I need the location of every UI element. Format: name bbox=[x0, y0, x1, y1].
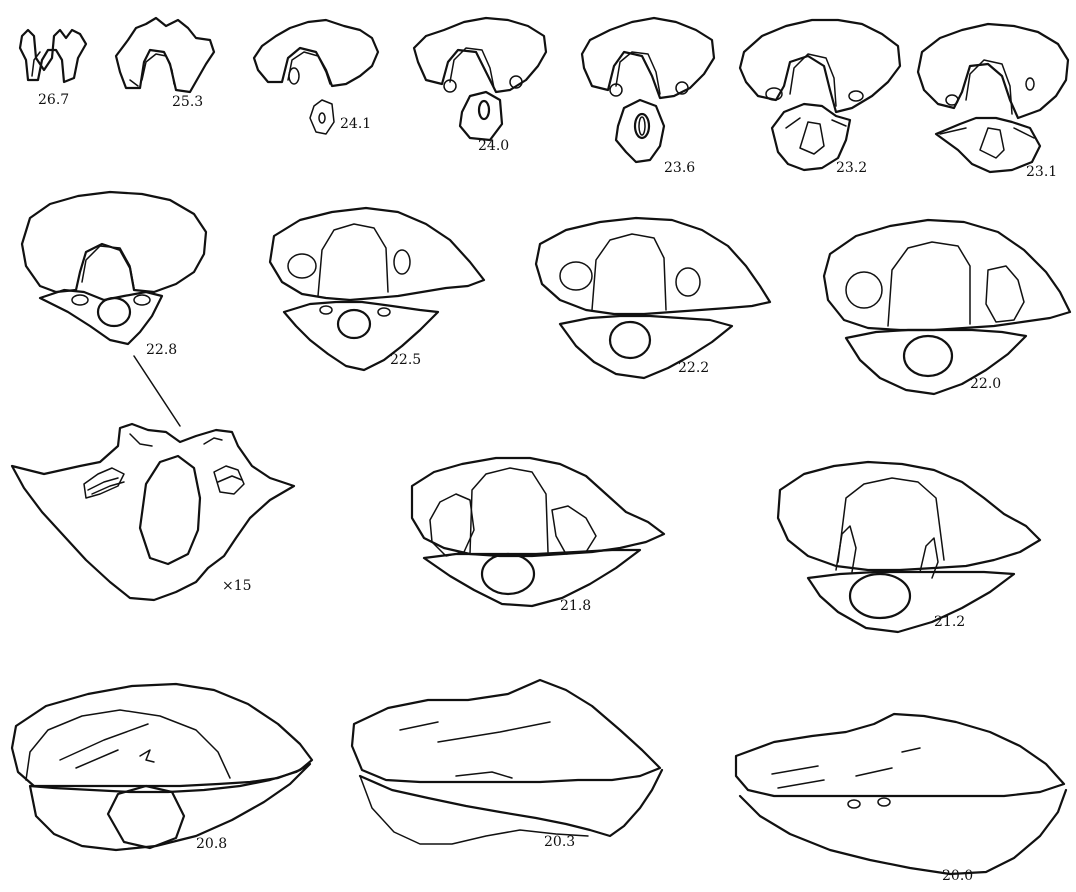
section-26-7 bbox=[20, 30, 86, 82]
leader-line bbox=[134, 356, 180, 426]
section-22-8 bbox=[22, 192, 206, 344]
section-24-0 bbox=[414, 18, 546, 140]
section-label-21-2: 21.2 bbox=[934, 614, 965, 630]
section-label-25-3: 25.3 bbox=[172, 94, 203, 110]
section-label-22-0: 22.0 bbox=[970, 376, 1001, 392]
section-21-8 bbox=[412, 458, 664, 606]
section-label-23-6: 23.6 bbox=[664, 160, 695, 176]
section-22-5 bbox=[270, 208, 484, 370]
section-label-21-8: 21.8 bbox=[560, 598, 591, 614]
section-22-2 bbox=[536, 218, 770, 378]
section-label-24-0: 24.0 bbox=[478, 138, 509, 154]
magnification-label: ×15 bbox=[222, 578, 252, 594]
section-label-23-1: 23.1 bbox=[1026, 164, 1057, 180]
section-23-2 bbox=[740, 20, 900, 170]
section-20-3 bbox=[352, 680, 662, 844]
section-21-2 bbox=[778, 462, 1040, 632]
section-label-22-8: 22.8 bbox=[146, 342, 177, 358]
section-25-3 bbox=[116, 18, 214, 92]
section-label-22-5: 22.5 bbox=[390, 352, 421, 368]
section-label-20-3: 20.3 bbox=[544, 834, 575, 850]
section-22-0 bbox=[824, 220, 1070, 394]
section-label-22-2: 22.2 bbox=[678, 360, 709, 376]
section-23-1 bbox=[918, 24, 1068, 172]
section-label-20-0: 20.0 bbox=[942, 868, 973, 884]
section-label-23-2: 23.2 bbox=[836, 160, 867, 176]
section-label-24-1: 24.1 bbox=[340, 116, 371, 132]
section-label-26-7: 26.7 bbox=[38, 92, 69, 108]
section-20-0 bbox=[736, 714, 1066, 874]
enlarged-section bbox=[12, 424, 294, 600]
section-23-6 bbox=[582, 18, 714, 162]
section-label-20-8: 20.8 bbox=[196, 836, 227, 852]
section-20-8 bbox=[12, 684, 312, 850]
